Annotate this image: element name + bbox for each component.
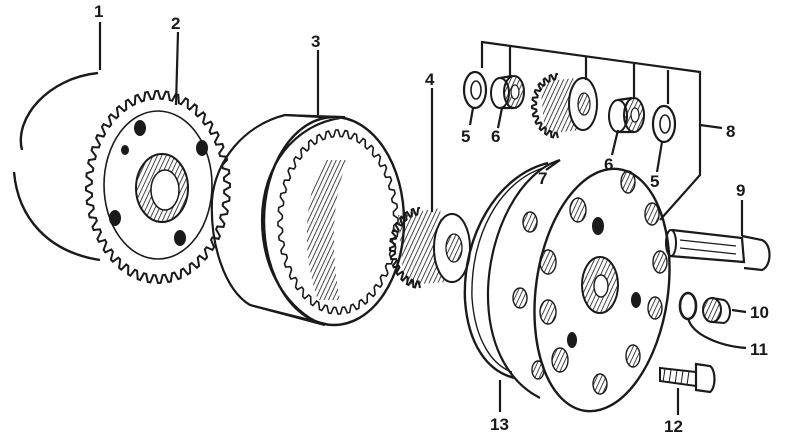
callout-12: 12 — [664, 417, 683, 436]
callout-11: 11 — [750, 340, 768, 359]
ring-gear-internal-spline-shading — [306, 160, 348, 300]
snap-ring — [12, 71, 101, 262]
needle-bearing-right — [608, 96, 645, 134]
carrier-pin-bores — [512, 170, 668, 395]
callout-labels: 1 2 3 4 5 6 7 6 5 8 9 10 11 12 13 — [94, 2, 769, 436]
bolt — [659, 362, 716, 394]
callout-5-left: 5 — [461, 127, 470, 146]
thrust-washer-right — [651, 104, 677, 144]
sun-gear — [389, 207, 471, 289]
callout-13: 13 — [490, 415, 509, 434]
callout-6-left: 6 — [491, 127, 500, 146]
plate-holes — [109, 120, 208, 246]
callout-7: 7 — [538, 169, 547, 188]
plug — [702, 297, 731, 325]
assembly-bracket — [480, 40, 702, 221]
callout-4: 4 — [425, 70, 435, 89]
callout-3: 3 — [311, 32, 320, 51]
planet-pin — [665, 228, 771, 272]
needle-bearing-left — [490, 74, 525, 110]
seal-ring — [463, 161, 549, 380]
callout-2: 2 — [171, 14, 180, 33]
callout-6-right: 6 — [604, 155, 613, 174]
o-ring — [678, 291, 698, 321]
callout-8: 8 — [726, 122, 735, 141]
carrier-holes — [567, 217, 641, 348]
callout-10: 10 — [750, 303, 769, 322]
sun-gear-plate — [85, 89, 231, 285]
callout-5-right: 5 — [650, 172, 659, 191]
ring-gear — [210, 113, 406, 327]
callout-1: 1 — [94, 2, 103, 21]
planet-carrier — [486, 158, 671, 413]
callout-9: 9 — [736, 181, 745, 200]
leader-lines — [98, 22, 747, 415]
thrust-washer-left — [462, 70, 488, 110]
planet-gear — [530, 73, 598, 139]
